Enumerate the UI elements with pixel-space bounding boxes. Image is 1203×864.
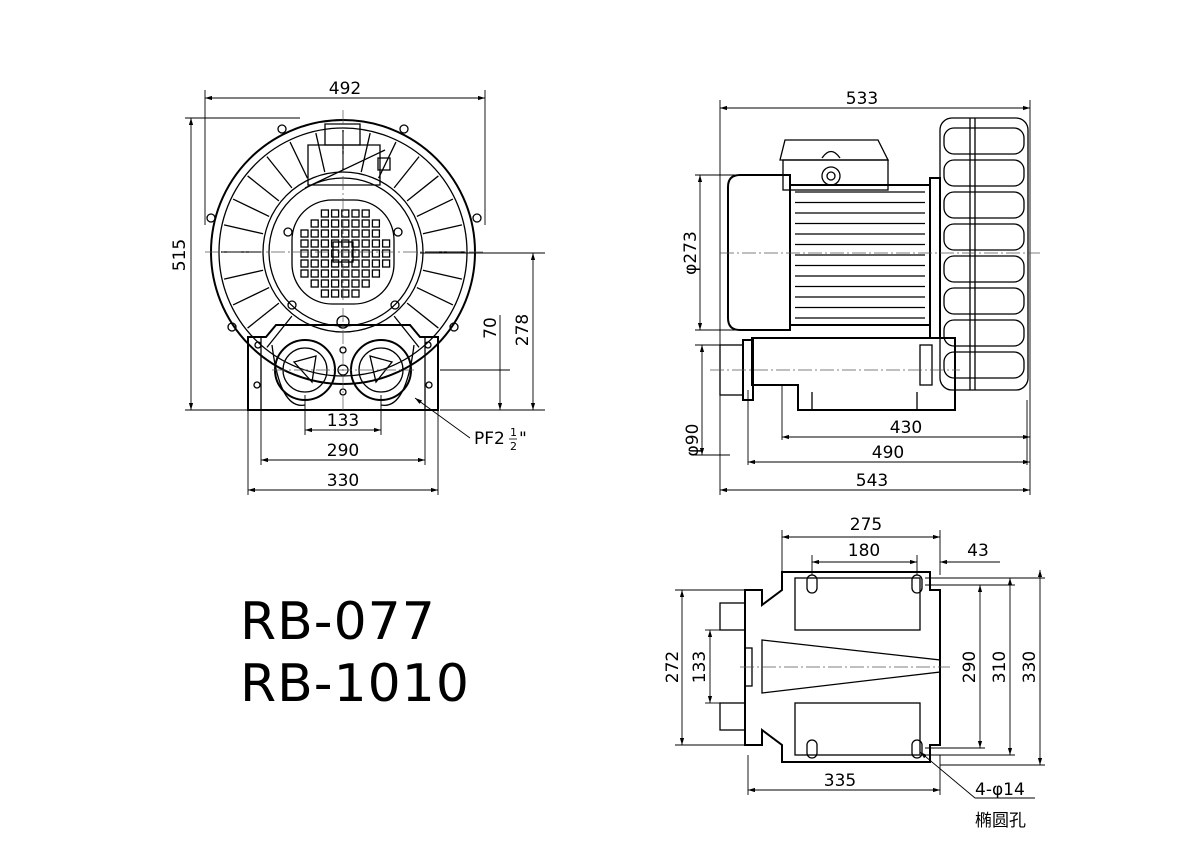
housing-side <box>929 117 1029 391</box>
hole-spec: 4-φ14 <box>975 780 1025 800</box>
dim-133-base: 133 <box>690 651 710 683</box>
dim-492: 492 <box>329 79 361 99</box>
dim-490: 490 <box>872 443 904 463</box>
model-rb-1010: RB-1010 <box>240 654 470 714</box>
svg-text:PF2: PF2 <box>474 429 505 449</box>
model-rb-077: RB-077 <box>240 592 436 652</box>
dim-310: 310 <box>990 651 1010 683</box>
dim-272: 272 <box>663 651 683 683</box>
svg-text:2: 2 <box>510 440 517 453</box>
dim-430: 430 <box>890 418 922 438</box>
dim-290-base: 290 <box>960 651 980 683</box>
terminal-box <box>307 144 381 186</box>
dim-43: 43 <box>967 541 989 561</box>
side-view: 533 φ273 φ90 430 490 543 <box>681 89 1040 495</box>
dim-70: 70 <box>481 317 501 339</box>
base-view: 275 180 43 272 133 290 310 330 335 4-φ14… <box>663 515 1045 831</box>
dim-290: 290 <box>327 441 359 461</box>
dim-533: 533 <box>846 89 878 109</box>
motor-body <box>727 139 931 331</box>
dim-330-base: 330 <box>1020 651 1040 683</box>
dim-515: 515 <box>170 239 190 271</box>
dim-335: 335 <box>824 771 856 791</box>
dim-phi273: φ273 <box>681 231 701 275</box>
svg-text:": " <box>519 429 527 449</box>
dim-278: 278 <box>513 314 533 346</box>
front-view: 492 515 70 278 133 290 330 PF2 1 2 " <box>170 79 545 495</box>
dim-330: 330 <box>327 471 359 491</box>
slot-holes <box>806 574 923 759</box>
svg-text:1: 1 <box>510 426 517 439</box>
dim-180: 180 <box>848 541 880 561</box>
dim-275: 275 <box>850 515 882 535</box>
port-label: PF2 1 2 " <box>474 426 527 453</box>
base-side <box>719 337 956 411</box>
base-plate <box>744 571 941 763</box>
hole-note: 椭圆孔 <box>975 811 1026 831</box>
dim-phi90: φ90 <box>683 424 703 457</box>
dim-543: 543 <box>856 471 888 491</box>
dim-133: 133 <box>327 411 359 431</box>
